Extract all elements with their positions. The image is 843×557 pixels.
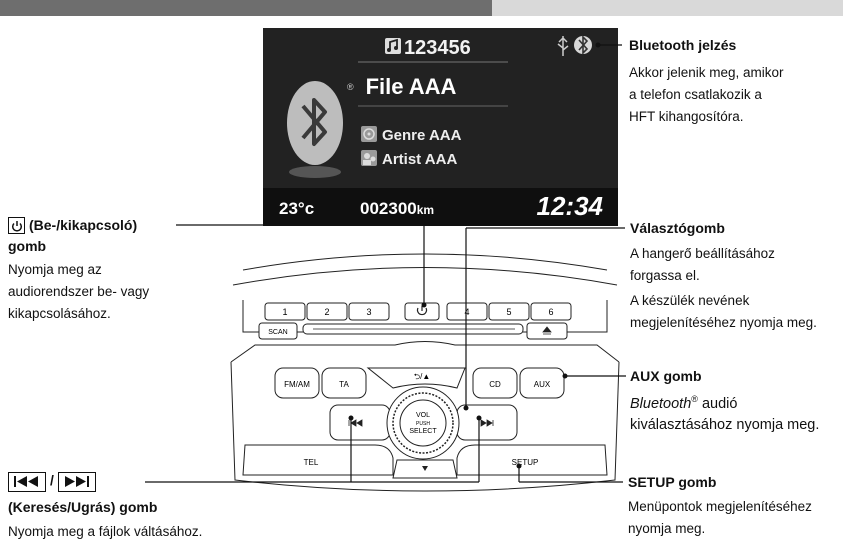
genre-icon [361, 126, 377, 142]
selector-desc-line: A készülék nevének [630, 293, 750, 308]
seek-callout-title: (Keresés/Ugrás) gomb [8, 499, 158, 515]
cd-button[interactable] [472, 367, 518, 399]
preset-2: 2 [324, 307, 329, 317]
power-desc-line: Nyomja meg az [8, 262, 102, 277]
tel-label: TEL [304, 458, 319, 467]
ta-label: TA [339, 380, 349, 389]
bluetooth-desc-line: a telefon csatlakozik a [629, 87, 762, 102]
power-desc-line: audiorendszer be- vagy [8, 284, 150, 299]
aux-desc-line-2: kiválasztásához nyomja meg. [630, 416, 820, 433]
tel-button[interactable] [242, 444, 394, 476]
aux-desc-italic: Bluetooth [630, 395, 692, 412]
seek-forward-icon [480, 419, 494, 427]
setup-button[interactable] [456, 444, 608, 476]
down-arrow-icon [422, 466, 428, 471]
track-number: 123456 [404, 37, 471, 59]
aux-callout-title: AUX gomb [630, 368, 702, 384]
aux-desc-rest: audió [697, 395, 738, 412]
preset-4: 4 [464, 307, 469, 317]
file-name: File AAA [366, 74, 457, 99]
seek-forward-icon [57, 472, 96, 492]
audio-control-panel: 1 2 3 4 5 6 SCAN FM/AM TA ⮌/▲ CD AUX [230, 253, 620, 492]
artist-text: Artist AAA [382, 151, 457, 168]
aux-callout-desc: Bluetooth® audió kiválasztásához nyomja … [630, 389, 819, 436]
power-button-icon[interactable] [416, 306, 428, 316]
selector-callout-desc: A hangerő beállításához forgassa el. A k… [630, 243, 817, 334]
bluetooth-callout-desc: Akkor jelenik meg, amikor a telefon csat… [629, 62, 784, 128]
preset-buttons[interactable] [264, 302, 572, 321]
aux-button[interactable] [519, 367, 565, 399]
artist-icon [361, 150, 377, 166]
seek-back-icon [8, 472, 46, 492]
seek-callout-desc: Nyomja meg a fájlok váltásához. [8, 524, 203, 539]
power-icon [8, 217, 25, 234]
selector-desc-line: A hangerő beállításához [630, 246, 775, 261]
eject-icon [542, 326, 552, 335]
back-label: ⮌/▲ [414, 372, 431, 381]
power-callout-desc: Nyomja meg az audiorendszer be- vagy kik… [8, 259, 149, 325]
scan-label: SCAN [268, 329, 287, 336]
bluetooth-desc-line: Akkor jelenik meg, amikor [629, 65, 784, 80]
temperature: 23°c [279, 199, 314, 218]
power-callout-title-line2: gomb [8, 238, 47, 254]
clock: 12:34 [537, 191, 604, 221]
knob-select: SELECT [409, 428, 437, 435]
knob-vol: VOL [416, 412, 430, 419]
bluetooth-status-icon [574, 35, 592, 55]
fm-am-button[interactable] [274, 367, 320, 399]
preset-6: 6 [548, 307, 553, 317]
scan-button[interactable] [258, 322, 298, 340]
odometer-value: 002300km [360, 199, 434, 218]
bluetooth-callout-title: Bluetooth jelzés [629, 37, 737, 53]
selector-knob[interactable] [386, 386, 460, 460]
cd-label: CD [489, 380, 501, 389]
setup-desc-line: Menüpontok megjelenítéséhez [628, 499, 812, 514]
bluetooth-desc-line: HFT kihangosítóra. [629, 109, 744, 124]
power-callout-title-text: (Be-/kikapcsoló) [29, 217, 138, 233]
power-callout-title: (Be-/kikapcsoló) [8, 216, 137, 235]
aux-label: AUX [534, 380, 551, 389]
usb-icon [557, 36, 569, 56]
selector-desc-line: megjelenítéséhez nyomja meg. [630, 315, 817, 330]
selector-callout-title: Választógomb [630, 220, 725, 236]
header-bar-dark [0, 0, 492, 16]
preset-5: 5 [506, 307, 511, 317]
preset-1: 1 [282, 307, 287, 317]
power-desc-line: kikapcsolásához. [8, 306, 111, 321]
setup-callout-desc: Menüpontok megjelenítéséhez nyomja meg. [628, 496, 812, 540]
aux-desc-line-1: Bluetooth® audió [630, 389, 819, 415]
seek-separator: / [50, 472, 54, 488]
setup-desc-line: nyomja meg. [628, 521, 706, 536]
knob-push: PUSH [416, 421, 430, 427]
preset-3: 3 [366, 307, 371, 317]
bluetooth-logo-icon: ® [287, 81, 354, 178]
seek-callout-icons: / [8, 471, 96, 492]
ta-button[interactable] [321, 367, 367, 399]
setup-callout-title: SETUP gomb [628, 474, 717, 490]
music-note-icon [385, 38, 401, 54]
svg-text:®: ® [347, 82, 354, 92]
fm-am-label: FM/AM [284, 380, 310, 389]
seek-back-icon [348, 419, 363, 427]
genre-text: Genre AAA [382, 127, 462, 144]
audio-display-screen: 123456 File AAA ® Genre AAA [263, 28, 618, 226]
setup-label: SETUP [512, 458, 539, 467]
selector-desc-line: forgassa el. [630, 268, 700, 283]
back-button[interactable] [366, 367, 466, 389]
aux-desc-sup: ® [691, 394, 698, 404]
